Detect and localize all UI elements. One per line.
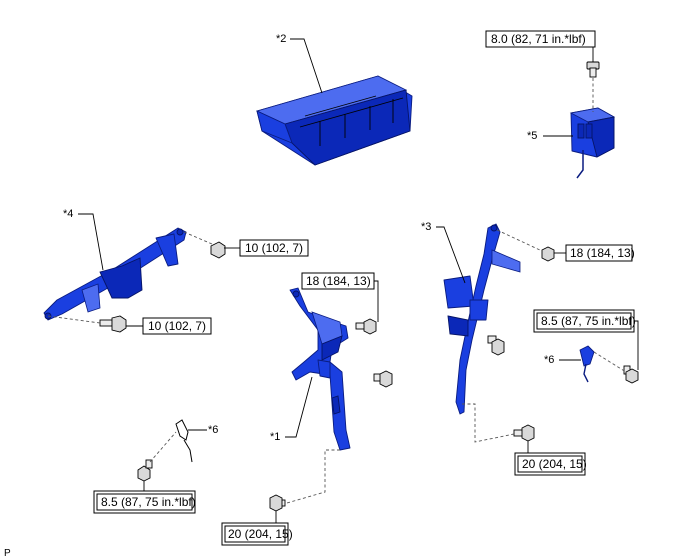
callout-part-6-left: *6: [208, 424, 218, 436]
bolt-right-mid: [623, 365, 639, 384]
torque-box-right-bottom: [514, 452, 586, 476]
leader-part-2: [290, 38, 323, 94]
bolt-part-3: [541, 246, 555, 262]
part-6-clip-right: [579, 345, 595, 383]
leader-part-1: [285, 376, 313, 438]
bolt-part-4-lower: [99, 315, 127, 333]
bolt-right-bottom: [513, 424, 535, 442]
leader-part-4: [78, 213, 104, 271]
callout-part-3: *3: [421, 221, 431, 233]
callout-part-2: *2: [276, 33, 286, 45]
bolt-part-3-mid: [487, 335, 505, 356]
callout-part-5: *5: [527, 130, 537, 142]
bolt-part-4-upper: [210, 241, 226, 259]
torque-center-bottom: 20 (204, 15): [228, 527, 293, 541]
bolt-center: [355, 318, 377, 335]
torque-right-mid: 8.5 (87, 75 in.*lbf): [541, 314, 636, 328]
torque-top-right: 8.0 (82, 71 in.*lbf): [491, 32, 586, 46]
bolt-top-right: [586, 61, 600, 78]
torque-right-bottom: 20 (204, 15): [522, 457, 587, 471]
torque-part-3: 18 (184, 13): [570, 246, 635, 260]
torque-center: 18 (184, 13): [306, 274, 371, 288]
torque-left-bottom: 8.5 (87, 75 in.*lbf): [101, 495, 196, 509]
part-3-bracket: [443, 223, 521, 415]
part-4-bracket: [43, 227, 187, 321]
callout-part-1: *1: [270, 431, 280, 443]
torque-box-left-bottom: [93, 490, 196, 514]
callout-part-4: *4: [63, 208, 73, 220]
part-1-bracket: [289, 287, 351, 451]
callout-part-6-right: *6: [544, 354, 554, 366]
bolt-part-1-mid: [373, 370, 393, 388]
figure-ref-code: P: [4, 548, 11, 559]
leader-part-3: [436, 226, 466, 284]
part-6-clip-left: [175, 419, 193, 463]
bolt-center-bottom: [269, 494, 286, 512]
torque-part-4-upper: 10 (102, 7): [245, 241, 303, 255]
torque-box-center-bottom: [221, 522, 289, 546]
part-5-module: [569, 107, 616, 179]
bolt-left-bottom: [137, 459, 153, 482]
torque-part-4-lower: 10 (102, 7): [148, 319, 206, 333]
part-2-duct: [255, 75, 413, 166]
torque-box-top-right: [485, 30, 596, 48]
